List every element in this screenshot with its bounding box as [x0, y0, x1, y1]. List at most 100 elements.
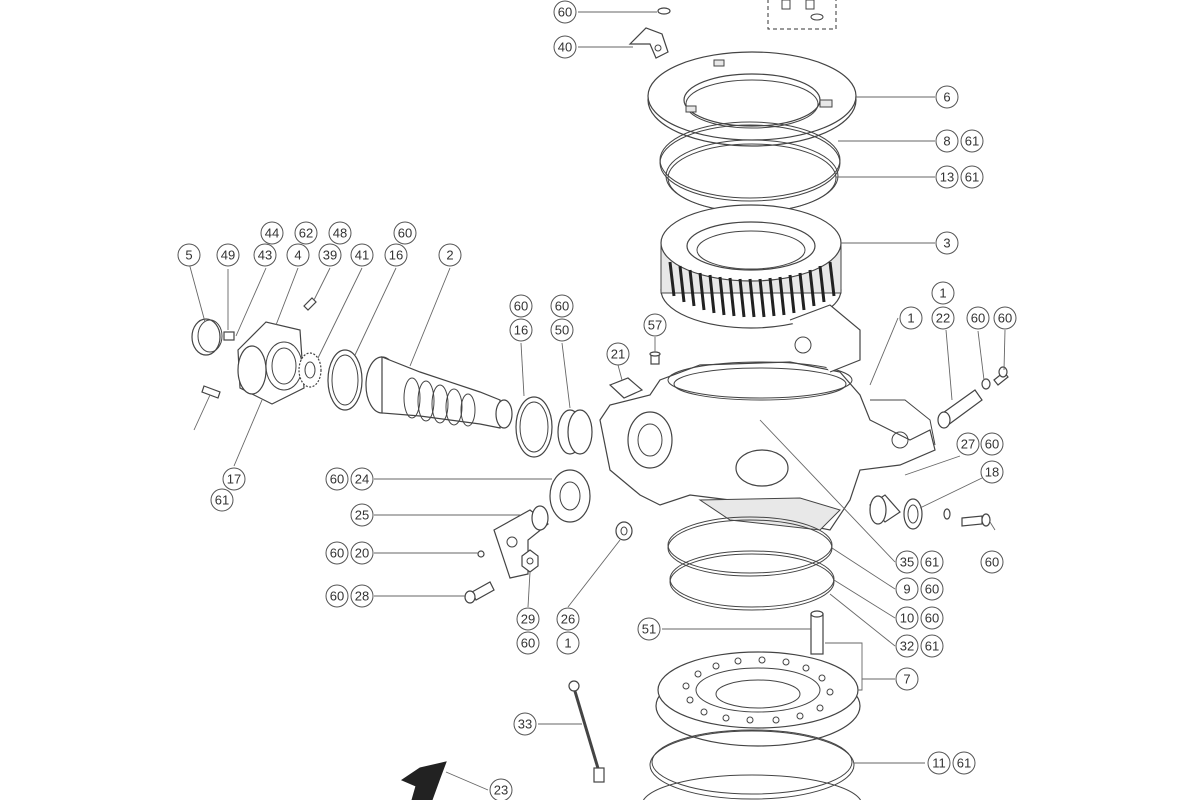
- callout-label: 51: [642, 622, 656, 637]
- part-50-bush: [557, 409, 593, 455]
- callout-label: 60: [558, 5, 572, 20]
- part-51-pin: [810, 610, 824, 655]
- callout-label: 61: [965, 170, 979, 185]
- callout-label: 11: [932, 756, 946, 771]
- callout-circle: [956, 432, 980, 456]
- callout-label: 27: [961, 437, 975, 452]
- callout-label: 60: [398, 226, 412, 241]
- callout-label: 10: [900, 611, 914, 626]
- callout-label: 39: [323, 248, 337, 263]
- callout-circle: [980, 460, 1004, 484]
- callout-60: 60: [393, 221, 417, 245]
- callout-label: 16: [389, 248, 403, 263]
- callout-circle: [350, 584, 374, 608]
- callout-50: 50: [550, 318, 574, 342]
- part-29-nut: [521, 549, 539, 573]
- callout-61: 61: [210, 488, 234, 512]
- callout-label: 60: [985, 555, 999, 570]
- callout-circle: [384, 243, 408, 267]
- part-60-washer-small: [943, 508, 951, 520]
- leader-lines: [188, 11, 1006, 791]
- callout-label: 62: [299, 226, 313, 241]
- part-27-bush: [869, 494, 901, 525]
- callout-circle: [931, 306, 955, 330]
- callout-circle: [960, 129, 984, 153]
- callout-1: 1: [931, 281, 955, 305]
- callout-circle: [222, 467, 246, 491]
- callout-circle: [350, 467, 374, 491]
- callout-39: 39: [318, 243, 342, 267]
- callout-circle: [556, 631, 580, 655]
- callout-label: 13: [940, 170, 954, 185]
- part-60-washer-top: [657, 7, 671, 15]
- callout-57: 57: [643, 313, 667, 337]
- part-11-ring: [642, 729, 862, 800]
- callout-circle: [489, 778, 513, 800]
- callout-circle: [980, 550, 1004, 574]
- callout-circle: [216, 243, 240, 267]
- part-22-pin: [937, 389, 983, 429]
- callout-label: 60: [985, 437, 999, 452]
- callout-62: 62: [294, 221, 318, 245]
- callout-20: 20: [350, 541, 374, 565]
- callout-label: 61: [215, 493, 229, 508]
- callout-27: 27: [956, 432, 980, 456]
- callout-48: 48: [328, 221, 352, 245]
- callout-61: 61: [960, 165, 984, 189]
- callout-label: 60: [555, 299, 569, 314]
- callout-25: 25: [350, 503, 374, 527]
- callout-circle: [643, 313, 667, 337]
- callout-7: 7: [895, 667, 919, 691]
- callout-circle: [935, 85, 959, 109]
- callout-circle: [606, 342, 630, 366]
- callout-label: 60: [925, 582, 939, 597]
- part-21-plate: [608, 377, 644, 399]
- callout-44: 44: [260, 221, 284, 245]
- callout-label: 8: [943, 134, 950, 149]
- callout-circle: [935, 165, 959, 189]
- callout-label: 5: [185, 248, 192, 263]
- part-10-seal: [669, 550, 835, 611]
- callout-circle: [935, 129, 959, 153]
- callout-circle: [286, 243, 310, 267]
- callout-label: 3: [943, 236, 950, 251]
- callout-circle: [952, 751, 976, 775]
- part-49-plug: [223, 331, 235, 341]
- callout-circle: [253, 243, 277, 267]
- callout-circle: [513, 712, 537, 736]
- part-23-tool: [400, 761, 447, 800]
- callout-2: 2: [438, 243, 462, 267]
- callout-28: 28: [350, 584, 374, 608]
- callout-label: 60: [998, 311, 1012, 326]
- callout-circle: [927, 751, 951, 775]
- callout-label: 33: [518, 717, 532, 732]
- callout-label: 61: [925, 639, 939, 654]
- callout-label: 32: [900, 639, 914, 654]
- callout-61: 61: [920, 634, 944, 658]
- callout-16: 16: [384, 243, 408, 267]
- callout-circle: [993, 306, 1017, 330]
- callout-60: 60: [553, 0, 577, 24]
- callout-16: 16: [509, 318, 533, 342]
- part-16-ring-center: [515, 396, 553, 458]
- callout-23: 23: [489, 778, 513, 800]
- callout-circle: [920, 577, 944, 601]
- callout-circle: [509, 318, 533, 342]
- callout-circle: [325, 584, 349, 608]
- callout-22: 22: [931, 306, 955, 330]
- part-1-main-housing: [599, 304, 936, 531]
- callout-circle: [294, 221, 318, 245]
- callout-label: 41: [355, 248, 369, 263]
- callout-circle: [895, 667, 919, 691]
- callout-label: 48: [333, 226, 347, 241]
- part-20-nut: [477, 550, 485, 558]
- callout-label: 21: [611, 347, 625, 362]
- callout-4: 4: [286, 243, 310, 267]
- callout-circle: [920, 634, 944, 658]
- part-26-bush: [615, 521, 633, 541]
- callout-label: 7: [903, 672, 910, 687]
- callout-circle: [516, 607, 540, 631]
- part-57-grease-nipple: [649, 351, 661, 365]
- callout-circle: [350, 243, 374, 267]
- callout-21: 21: [606, 342, 630, 366]
